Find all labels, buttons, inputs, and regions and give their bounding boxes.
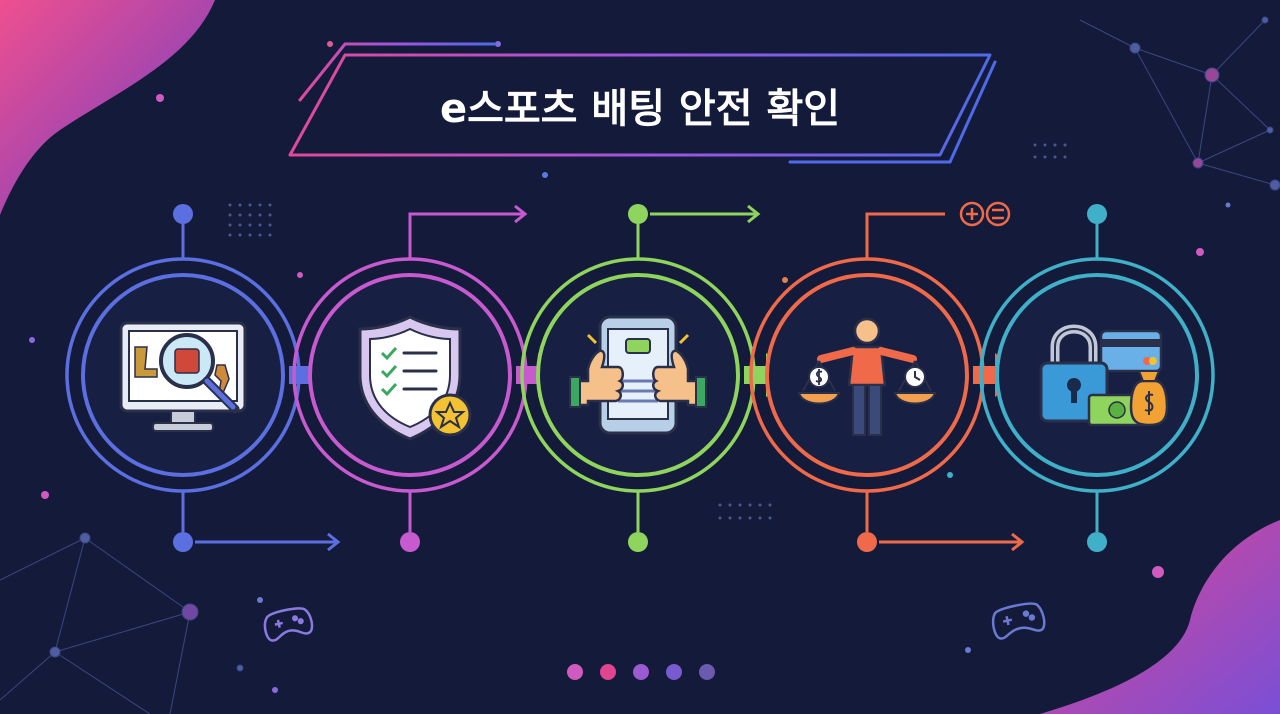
step-node-license-verification	[292, 204, 566, 552]
person-scales-icon	[797, 317, 937, 436]
pagination-dot[interactable]	[666, 664, 682, 680]
dot-grid-decoration	[228, 143, 1067, 520]
pagination-dot[interactable]	[633, 664, 649, 680]
step-connector-top	[865, 212, 945, 258]
plus-equals-icon	[959, 201, 1011, 227]
monitor-magnifier-icon	[119, 321, 247, 432]
shield-checklist-icon	[358, 315, 472, 441]
step-connector-bottom	[173, 492, 341, 552]
pagination-dot[interactable]	[600, 664, 616, 680]
process-steps	[65, 204, 1215, 552]
pagination-dot[interactable]	[567, 664, 583, 680]
background-blob-bottom-right	[1040, 520, 1280, 714]
step-node-secure-payment	[979, 204, 1215, 552]
sparkle-dots	[29, 41, 1231, 693]
background-blob-top-left	[0, 0, 215, 215]
step-connector-bottom	[1087, 492, 1107, 552]
step-connector-bottom	[857, 492, 1025, 552]
step-node-fair-odds	[749, 212, 1025, 552]
network-icon	[1079, 16, 1280, 191]
step-connector-bottom	[628, 492, 648, 552]
step-node-platform-check	[65, 204, 341, 552]
gamepad-icon	[263, 607, 314, 642]
step-node-user-reviews	[520, 204, 794, 552]
pagination-dots	[567, 664, 715, 680]
page-title: e스포츠 배팅 안전 확인	[440, 86, 840, 132]
title-banner: e스포츠 배팅 안전 확인	[288, 42, 997, 164]
step-connector-top	[408, 204, 528, 258]
gamepad-icon	[991, 602, 1046, 640]
network-icon	[0, 532, 244, 714]
lock-card-money-icon	[1039, 324, 1169, 427]
step-connector-top	[173, 204, 193, 258]
step-connector-top	[1087, 204, 1107, 258]
phone-thumbs-up-icon	[569, 315, 707, 435]
step-connector-top	[628, 204, 761, 258]
step-connector-bottom	[400, 492, 420, 552]
pagination-dot[interactable]	[699, 664, 715, 680]
